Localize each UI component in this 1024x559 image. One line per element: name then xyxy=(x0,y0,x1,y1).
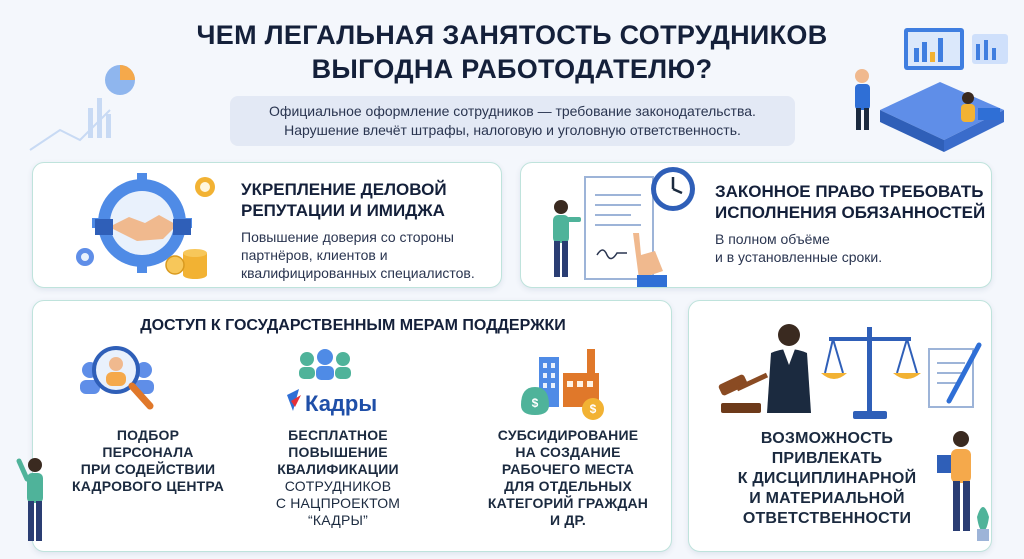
woman-clipboard-icon xyxy=(937,431,989,541)
support-title: ДОСТУП К ГОСУДАРСТВЕННЫМ МЕРАМ ПОДДЕРЖКИ xyxy=(140,317,566,334)
rights-title-line-2: ИСПОЛНЕНИЯ ОБЯЗАННОСТЕЙ xyxy=(715,203,986,222)
page-title: ЧЕМ ЛЕГАЛЬНАЯ ЗАНЯТОСТЬ СОТРУДНИКОВ ВЫГО… xyxy=(150,18,874,86)
bar-chart-decor-icon xyxy=(88,98,111,138)
title-line-1: ЧЕМ ЛЕГАЛЬНАЯ ЗАНЯТОСТЬ СОТРУДНИКОВ xyxy=(196,20,828,50)
reputation-text-line-3: квалифицированных специалистов. xyxy=(241,265,475,281)
rights-text-line-2: и в установленные сроки. xyxy=(715,249,883,265)
support-item-2: БЕСПЛАТНОЕ ПОВЫШЕНИЕ КВАЛИФИКАЦИИ СОТРУД… xyxy=(238,427,438,529)
title-line-2: ВЫГОДНА РАБОТОДАТЕЛЮ? xyxy=(311,54,713,84)
subtitle-line-1: Официальное оформление сотрудников — тре… xyxy=(269,103,756,119)
item-1-line-2: ПЕРСОНАЛА xyxy=(102,444,194,460)
item-2-line-3: КВАЛИФИКАЦИИ xyxy=(277,461,399,477)
item-3-line-3: РАБОЧЕГО МЕСТА xyxy=(501,461,635,477)
svg-text:$: $ xyxy=(590,402,597,416)
reputation-text-line-2: партнёров, клиентов и xyxy=(241,247,388,263)
item-3-line-1: СУБСИДИРОВАНИЕ xyxy=(497,427,639,443)
item-3-line-2: НА СОЗДАНИЕ xyxy=(515,444,621,460)
support-item-1: ПОДБОР ПЕРСОНАЛА ПРИ СОДЕЙСТВИИ КАДРОВОГ… xyxy=(63,427,233,495)
reputation-title-line-1: УКРЕПЛЕНИЕ ДЕЛОВОЙ xyxy=(241,180,447,199)
item-3-line-6: И ДР. xyxy=(549,512,587,528)
card-reputation: УКРЕПЛЕНИЕ ДЕЛОВОЙ РЕПУТАЦИИ И ИМИДЖА По… xyxy=(32,162,502,288)
item-1-line-1: ПОДБОР xyxy=(116,427,180,443)
item-2-line-5: С НАЦПРОЕКТОМ xyxy=(275,495,401,511)
handshake-gear-icon xyxy=(76,173,215,279)
item-2-line-6: “КАДРЫ” xyxy=(308,512,368,528)
card-liability: ВОЗМОЖНОСТЬ ПРИВЛЕКАТЬ К ДИСЦИПЛИНАРНОЙ … xyxy=(688,300,992,552)
subtitle-box: Официальное оформление сотрудников — тре… xyxy=(230,96,795,146)
liability-line-5: ОТВЕТСТВЕННОСТИ xyxy=(742,510,912,527)
team-analytics-icon xyxy=(855,28,1008,152)
rights-title: ЗАКОННОЕ ПРАВО ТРЕБОВАТЬ ИСПОЛНЕНИЯ ОБЯЗ… xyxy=(715,181,989,223)
card-support: ДОСТУП К ГОСУДАРСТВЕННЫМ МЕРАМ ПОДДЕРЖКИ… xyxy=(16,300,672,552)
kadry-logo-text: Кадры xyxy=(305,391,378,416)
liability-line-3: К ДИСЦИПЛИНАРНОЙ xyxy=(737,470,917,487)
liability-text: ВОЗМОЖНОСТЬ ПРИВЛЕКАТЬ К ДИСЦИПЛИНАРНОЙ … xyxy=(719,429,935,529)
item-2-line-4: СОТРУДНИКОВ xyxy=(284,478,392,494)
search-people-icon xyxy=(80,346,154,410)
card-rights: ЗАКОННОЕ ПРАВО ТРЕБОВАТЬ ИСПОЛНЕНИЯ ОБЯЗ… xyxy=(520,162,992,288)
item-3-line-5: КАТЕГОРИЙ ГРАЖДАН xyxy=(487,495,649,511)
item-2-line-2: ПОВЫШЕНИЕ xyxy=(288,444,388,460)
liability-line-2: ПРИВЛЕКАТЬ xyxy=(771,450,883,467)
support-item-3: СУБСИДИРОВАНИЕ НА СОЗДАНИЕ РАБОЧЕГО МЕСТ… xyxy=(473,427,663,529)
pointing-person-icon xyxy=(16,458,43,541)
judge-scales-icon xyxy=(718,324,982,419)
document-clock-icon xyxy=(553,167,695,287)
liability-line-1: ВОЗМОЖНОСТЬ xyxy=(760,430,894,447)
subtitle-line-2: Нарушение влечёт штрафы, налоговую и уго… xyxy=(284,122,741,138)
reputation-title: УКРЕПЛЕНИЕ ДЕЛОВОЙ РЕПУТАЦИИ И ИМИДЖА xyxy=(241,179,501,221)
svg-text:$: $ xyxy=(532,396,539,410)
reputation-title-line-2: РЕПУТАЦИИ И ИМИДЖА xyxy=(241,201,445,220)
liability-line-4: И МАТЕРИАЛЬНОЙ xyxy=(749,490,905,507)
rights-text: В полном объёме и в установленные сроки. xyxy=(715,230,989,266)
item-3-line-4: ДЛЯ ОТДЕЛЬНЫХ xyxy=(504,478,632,494)
factory-money-icon: $ $ xyxy=(521,349,604,420)
reputation-text: Повышение доверия со стороны партнёров, … xyxy=(241,228,501,282)
rights-text-line-1: В полном объёме xyxy=(715,231,830,247)
item-2-line-1: БЕСПЛАТНОЕ xyxy=(288,427,388,443)
rights-title-line-1: ЗАКОННОЕ ПРАВО ТРЕБОВАТЬ xyxy=(715,182,984,201)
line-chart-decor-icon xyxy=(29,109,111,151)
kadry-logo-icon xyxy=(287,349,351,411)
reputation-text-line-1: Повышение доверия со стороны xyxy=(241,229,454,245)
item-1-line-3: ПРИ СОДЕЙСТВИИ xyxy=(80,461,216,477)
item-1-line-4: КАДРОВОГО ЦЕНТРА xyxy=(71,478,225,494)
pie-chart-icon xyxy=(105,65,135,95)
